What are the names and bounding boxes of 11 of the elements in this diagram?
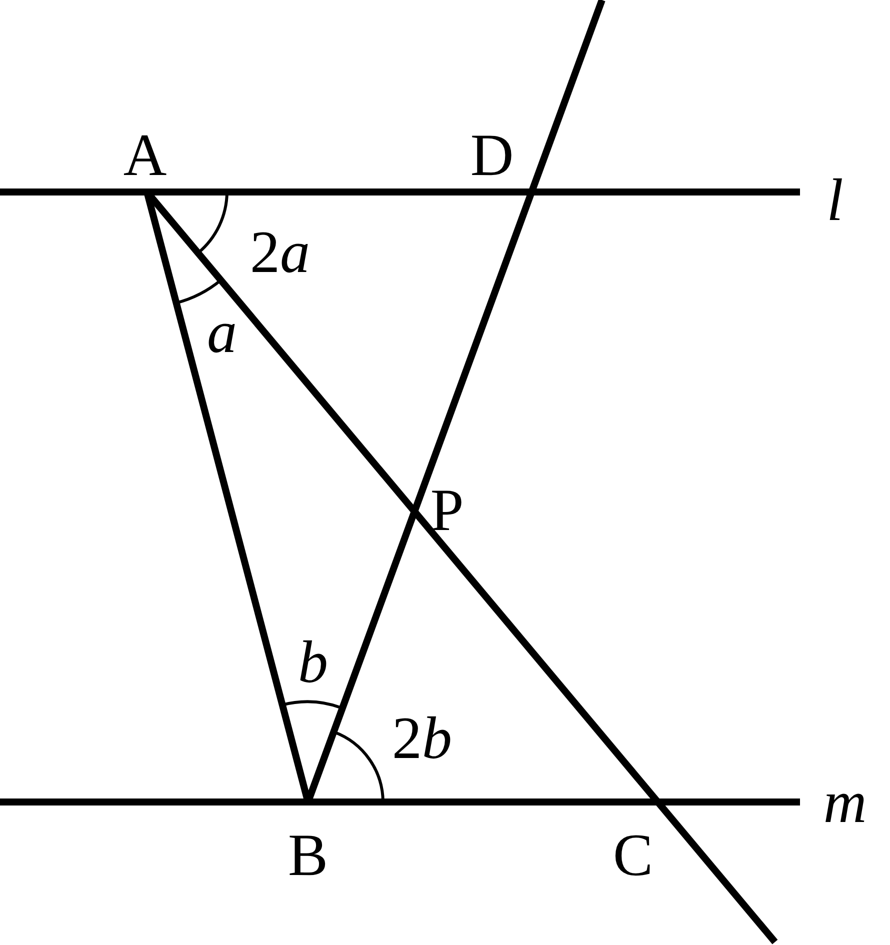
- angle-label: 2b: [392, 708, 452, 768]
- point-label: D: [470, 125, 514, 185]
- point-label: A: [123, 125, 167, 185]
- point-label: P: [430, 480, 464, 540]
- point-label: C: [612, 825, 654, 885]
- angle-label: a: [207, 302, 237, 362]
- angle-label: b: [298, 632, 328, 692]
- line-label: l: [826, 170, 844, 230]
- point-label: B: [288, 825, 328, 885]
- angle-label: 2a: [250, 222, 310, 282]
- line-label: m: [823, 772, 867, 832]
